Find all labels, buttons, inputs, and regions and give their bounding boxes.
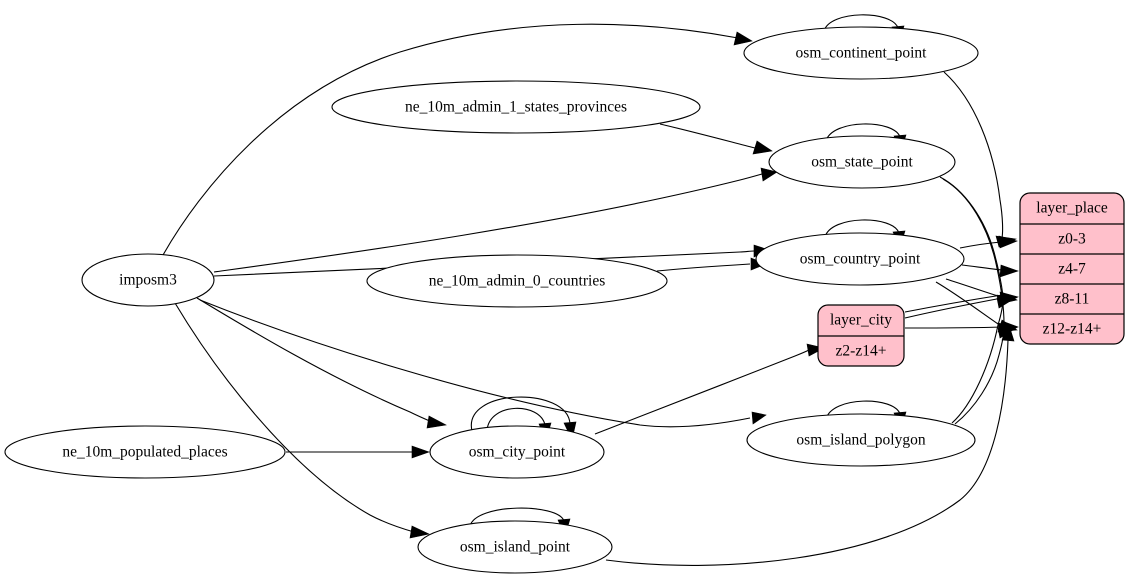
edge-layer_city-to-layer_place-z12-z14 <box>904 326 1003 329</box>
arrowhead-icon <box>1001 324 1015 342</box>
edge-osm_country_point-to-layer_place-z4-7 <box>961 264 1003 271</box>
node-ne_10m_populated_places-shape[interactable] <box>4 425 286 479</box>
node-ne_10m_admin_0_countries[interactable]: ne_10m_admin_0_countries <box>366 254 668 308</box>
node-osm_city_point[interactable]: osm_city_point <box>429 425 605 479</box>
edge-osm_city_point-to-layer_city-z2-z14 <box>594 349 810 435</box>
edge-osm_city_point-self-loop-outer <box>471 396 571 432</box>
edge-imposm3-to-osm_island_point <box>174 302 415 533</box>
node-osm_country_point[interactable]: osm_country_point <box>755 232 965 286</box>
edge-osm_island_polygon-self-loop <box>825 400 901 420</box>
node-osm_island_point[interactable]: osm_island_point <box>417 520 613 574</box>
edge-layer_city-to-layer_place-z8-11 <box>904 297 1003 319</box>
arrowhead-icon <box>426 415 447 429</box>
arrowhead-icon <box>411 445 430 459</box>
edge-osm_state_point-to-layer_place-z8-11 <box>939 176 1004 297</box>
node-osm_continent_point-shape[interactable] <box>743 26 979 80</box>
edge-osm_continent_point-to-layer_place-z0-3 <box>943 71 1004 239</box>
edge-layer <box>162 14 1019 566</box>
node-ne_10m_populated_places[interactable]: ne_10m_populated_places <box>4 425 286 479</box>
node-osm_city_point-shape[interactable] <box>429 425 605 479</box>
edge-osm_country_point-to-layer_place-z0-3 <box>959 241 1002 249</box>
edge-imposm3-to-osm_continent_point <box>162 23 739 256</box>
arrowhead-icon <box>752 140 773 155</box>
node-osm_state_point[interactable]: osm_state_point <box>768 135 956 189</box>
edge-osm_island_polygon-to-layer_place-z8-11 <box>951 297 1004 424</box>
arrowhead-icon <box>1001 320 1019 334</box>
node-layer_city[interactable]: layer_city z2-z14+ <box>817 304 905 367</box>
arrowhead-icon <box>409 525 430 539</box>
node-osm_island_polygon[interactable]: osm_island_polygon <box>746 413 976 467</box>
node-ne_10m_admin_1_states_provinces-shape[interactable] <box>331 80 701 134</box>
edge-osm_continent_point-self-loop <box>823 14 899 32</box>
edge-layer_city-to-layer_place-z8-11-b <box>904 294 1003 313</box>
edge-osm_state_point-self-loop <box>825 123 901 142</box>
node-layer_place[interactable]: layer_place z0-3 z4-7 z8-11 z12-z14+ <box>1019 192 1125 345</box>
edge-osm_country_point-self-loop <box>824 219 900 238</box>
edge-imposm3-to-osm_city_point <box>196 297 433 423</box>
edge-osm_country_point-to-layer_place-z8-11 <box>945 278 1002 298</box>
node-ne_10m_admin_0_countries-shape[interactable] <box>366 254 668 308</box>
edge-osm_island_point-to-layer_place-z12-z14 <box>605 339 1009 566</box>
edge-osm_island_point-self-loop <box>469 507 565 527</box>
node-imposm3[interactable]: imposm3 <box>81 253 215 307</box>
node-osm_state_point-shape[interactable] <box>768 135 956 189</box>
node-osm_island_point-shape[interactable] <box>417 520 613 574</box>
node-layer: imposm3 ne_10m_admin_1_states_provinces … <box>4 26 979 574</box>
node-layer_place-body[interactable] <box>1019 192 1125 345</box>
edge-ne_10m_admin_0_countries-to-osm_country_point <box>656 263 751 272</box>
arrowhead-icon <box>751 411 767 425</box>
edge-osm_state_point-to-layer_place-z12-z14 <box>942 178 1005 325</box>
edge-osm_island_polygon-to-layer_place-z12-z14 <box>954 327 1005 425</box>
edge-imposm3-to-osm_state_point <box>213 173 763 273</box>
node-osm_continent_point[interactable]: osm_continent_point <box>743 26 979 80</box>
node-ne_10m_admin_1_states_provinces[interactable]: ne_10m_admin_1_states_provinces <box>331 80 701 134</box>
arrowhead-icon <box>733 31 753 46</box>
arrowhead-icon <box>999 291 1019 305</box>
edge-imposm3-to-osm_island_polygon <box>199 299 751 428</box>
arrowhead-icon <box>760 167 778 182</box>
arrowhead-icon <box>999 264 1019 278</box>
node-osm_country_point-shape[interactable] <box>755 232 965 286</box>
edge-ne_10m_admin_1_states_provinces-to-osm_state_point <box>659 123 756 149</box>
arrowhead-icon <box>998 235 1018 249</box>
edge-osm_city_point-self-loop-inner <box>486 407 546 431</box>
node-imposm3-shape[interactable] <box>81 253 215 307</box>
node-osm_island_polygon-shape[interactable] <box>746 413 976 467</box>
